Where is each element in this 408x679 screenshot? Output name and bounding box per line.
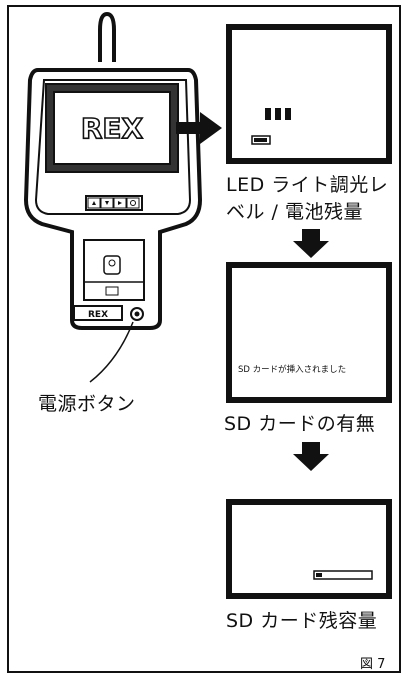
figure-frame bbox=[7, 5, 401, 673]
screen-sd-remaining bbox=[226, 499, 392, 599]
led-battery-label-line1: LED ライト調光レ bbox=[226, 174, 389, 196]
sd-inserted-message: SD カードが挿入されました bbox=[238, 365, 347, 375]
device-screen bbox=[53, 91, 171, 165]
down-arrow-1 bbox=[293, 229, 329, 258]
sd-remaining-label: SD カード残容量 bbox=[226, 610, 378, 632]
screen-led-battery bbox=[226, 24, 392, 164]
sd-capacity-bar bbox=[313, 570, 373, 580]
inspection-camera-illustration: REX REX bbox=[23, 11, 222, 383]
device-buttons-row bbox=[85, 195, 143, 211]
power-pointer-line bbox=[89, 321, 134, 383]
figure-number: 図 7 bbox=[360, 657, 386, 672]
antenna bbox=[98, 11, 116, 62]
device-body-logo: REX bbox=[88, 310, 108, 320]
led-level-bars bbox=[251, 108, 291, 145]
screen-sd-presence: SD カードが挿入されました bbox=[226, 262, 392, 403]
down-arrow-2 bbox=[293, 442, 329, 471]
led-battery-label-line2: ベル / 電池残量 bbox=[226, 201, 363, 223]
right-arrow bbox=[176, 112, 222, 144]
power-button-label: 電源ボタン bbox=[38, 393, 136, 415]
sd-presence-label: SD カードの有無 bbox=[224, 413, 376, 435]
device-screen-logo: REX bbox=[81, 112, 144, 145]
